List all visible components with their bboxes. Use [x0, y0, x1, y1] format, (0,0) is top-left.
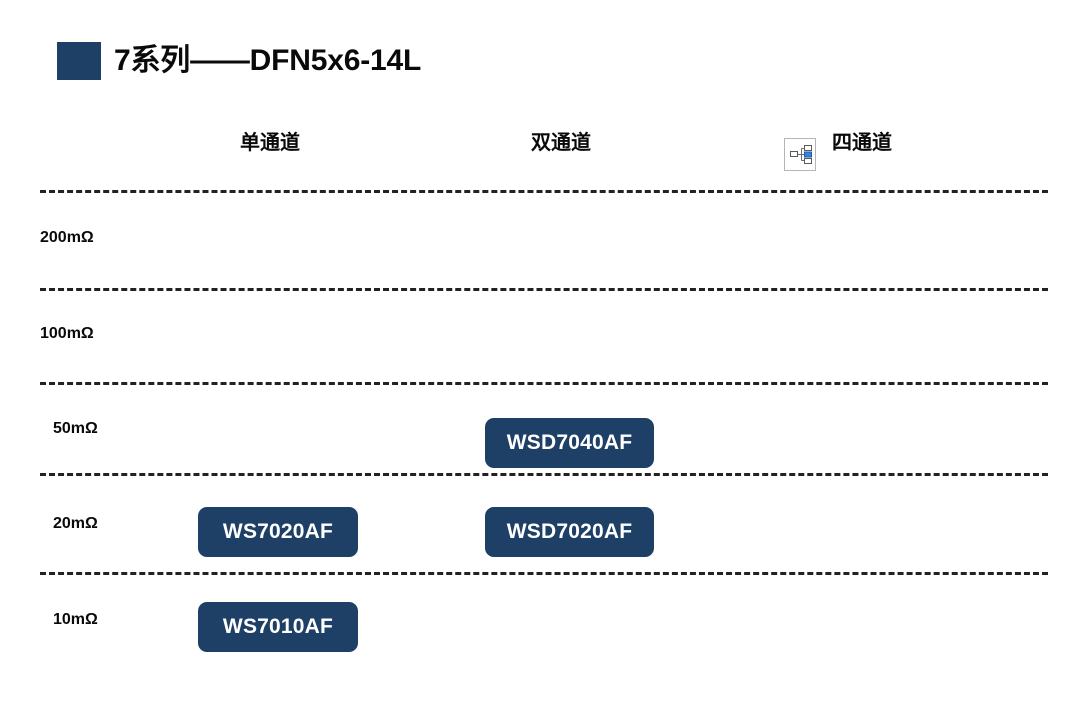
row-separator-2 — [40, 288, 1048, 291]
column-header-row: 单通道 双通道 四通道 — [0, 129, 1080, 175]
part-badge-ws7010af[interactable]: WS7010AF — [198, 602, 358, 652]
row-label-20mohm: 20mΩ — [53, 515, 98, 532]
title-bullet-square — [57, 42, 101, 80]
column-header-quad-channel: 四通道 — [832, 132, 892, 154]
column-header-dual-channel: 双通道 — [531, 132, 591, 154]
row-label-100mohm: 100mΩ — [40, 325, 94, 342]
row-separator-4 — [40, 473, 1048, 476]
part-badge-wsd7040af[interactable]: WSD7040AF — [485, 418, 654, 468]
hierarchy-chart-icon — [784, 138, 816, 171]
row-separator-1 — [40, 190, 1048, 193]
title-text: 7系列——DFN5x6-14L — [114, 44, 422, 77]
row-label-10mohm: 10mΩ — [53, 611, 98, 628]
part-badge-ws7020af[interactable]: WS7020AF — [198, 507, 358, 557]
row-separator-3 — [40, 382, 1048, 385]
part-badge-wsd7020af[interactable]: WSD7020AF — [485, 507, 654, 557]
page-title: 7系列——DFN5x6-14L — [57, 42, 421, 80]
row-separator-5 — [40, 572, 1048, 575]
row-label-200mohm: 200mΩ — [40, 229, 94, 246]
column-header-single-channel: 单通道 — [240, 132, 300, 154]
row-label-50mohm: 50mΩ — [53, 420, 98, 437]
